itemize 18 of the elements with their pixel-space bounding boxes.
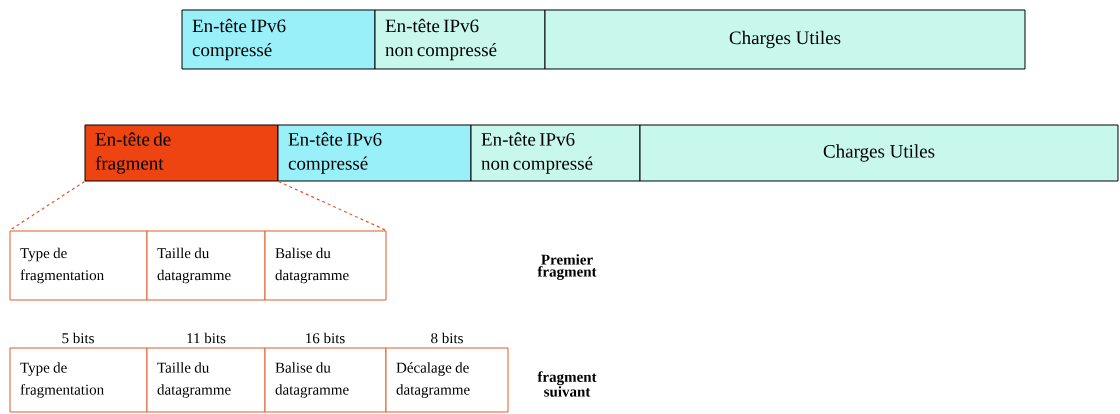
bit-width: 5 bits [62, 332, 94, 344]
field-cell: Balise du datagramme [264, 347, 387, 413]
header-cell: En-tête IPv6 compressé [181, 9, 376, 70]
header-cell: En-tête IPv6 compressé [277, 124, 472, 182]
field-cell: Taille du datagramme [146, 347, 266, 413]
dashed-line [277, 180, 388, 232]
bit-width: 11 bits [187, 332, 226, 344]
fragment-header-cell: En-tête de fragment [84, 124, 279, 182]
row-caption: Premier fragment [537, 254, 597, 280]
header-cell: En-tête IPv6 non compressé [470, 124, 641, 182]
header-cell: En-tête IPv6 non compressé [374, 9, 546, 70]
field-cell: Décalage de datagramme [385, 347, 509, 413]
bit-width: 16 bits [306, 332, 345, 344]
field-cell: Balise du datagramme [264, 230, 387, 301]
field-cell: Taille du datagramme [146, 230, 266, 301]
field-cell: Type de fragmentation [9, 347, 148, 413]
field-cell: Type de fragmentation [9, 230, 148, 301]
row-caption: fragment suivant [537, 371, 597, 397]
